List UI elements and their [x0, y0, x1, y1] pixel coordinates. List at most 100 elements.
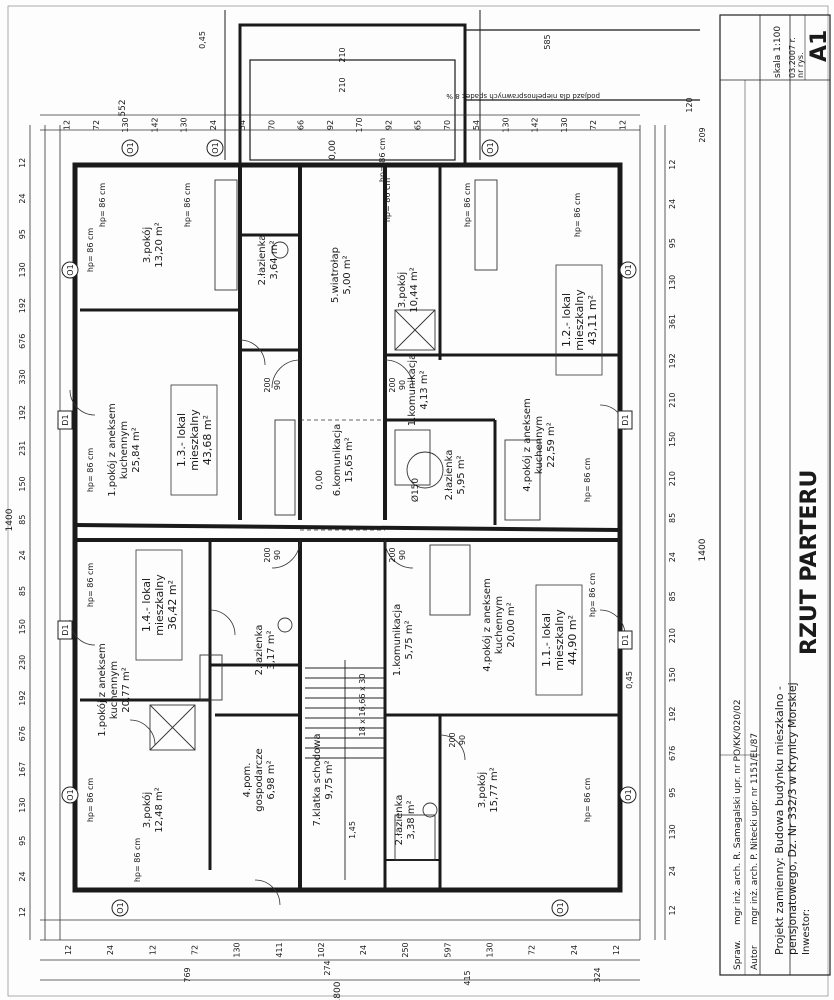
dim-top-seg-line: 70 [443, 120, 452, 130]
dim-right-seg-line: 12 [668, 160, 677, 170]
dim-misc-line: 120 [685, 97, 694, 112]
dim-left-seg: 95 [18, 836, 27, 846]
dim-top-seg: 142 [531, 117, 540, 132]
room-label-r2d-line: 2.łazienka [394, 795, 405, 846]
dim-left-seg-line: 192 [18, 405, 27, 420]
checker-name: mgr inż. arch. R. Samagalski upr. nr PO/… [733, 699, 743, 925]
sheet-number: A1 [807, 30, 832, 62]
dimension-lines [29, 114, 666, 981]
dim-left-seg-line: 95 [18, 229, 27, 239]
unit-label-box [555, 264, 603, 376]
dim-left-seg-line: 167 [18, 762, 27, 777]
fixtures [149, 179, 541, 861]
unit-label-u11-line: 44,90 m² [566, 615, 579, 665]
dim-left-seg: 24 [18, 871, 27, 881]
door-marker-label-line: D1 [61, 414, 70, 425]
room-label-r1a-line: kuchennym [119, 421, 130, 479]
dim-left-seg-line: 231 [18, 441, 27, 456]
unit-label-u12-line: mieszkalny [573, 289, 586, 351]
room-label-r4a-line: kuchennym [534, 416, 545, 474]
dim-top-seg-line: 54 [472, 120, 481, 130]
dim-left-seg-line: 95 [18, 836, 27, 846]
dim-right-seg-line: 210 [668, 628, 677, 643]
unit-label-u13-line: mieszkalny [188, 409, 201, 471]
dim-top-seg-line: 66 [297, 120, 306, 130]
dim-top-seg: 54 [238, 120, 247, 130]
ceiling-height-label: hp= 86 cm [86, 563, 95, 608]
ceiling-height-label: hp= 86 cm [86, 778, 95, 823]
dim-top-seg: 12 [618, 120, 627, 130]
dim-right-seg-line: 130 [668, 824, 677, 839]
dim-misc-line: 0,45 [625, 671, 634, 689]
room-label-r2a-line: 2.łazienka [257, 235, 268, 286]
dim-left-seg-line: 150 [18, 619, 27, 634]
dim-ramp-line: 585 [543, 34, 552, 49]
dim-left-seg: 24 [18, 193, 27, 203]
dim-right-seg-line: 361 [668, 314, 677, 329]
window-marker-label-line: O1 [624, 264, 633, 275]
window-marker-label: O1 [486, 142, 495, 153]
room-label-r4p-line: 6,98 m² [266, 760, 277, 799]
door-size-label-line: 200 [263, 547, 272, 562]
dim-right-seg: 85 [668, 591, 677, 601]
dim-top-seg: 130 [121, 117, 130, 132]
unit-label-u12-line: 43,11 m² [586, 295, 599, 345]
dim-top-seg-line: 130 [501, 117, 510, 132]
dim-left-seg-line: 24 [18, 193, 27, 203]
dim-right-seg: 12 [668, 905, 677, 915]
dim-right-seg-line: 24 [668, 552, 677, 562]
dim-top-seg-line: 130 [180, 117, 189, 132]
window-marker-label-line: O1 [126, 142, 135, 153]
window-marker [619, 786, 637, 804]
dim-bottom-seg-line: 72 [528, 945, 537, 955]
room-label-r6-line: 6.komunikacja [332, 424, 343, 496]
window-marker-label-line: O1 [66, 264, 75, 275]
dim-bottom-c-line: 415 [463, 970, 472, 985]
level-label: 0,00 [315, 470, 325, 490]
dim-left-seg: 24 [18, 550, 27, 560]
room-label-r5-line: 5.wiatrołap [330, 247, 341, 303]
dim-top-seg-line: 130 [121, 117, 130, 132]
door-marker-label: D1 [61, 414, 70, 425]
dim-top-seg: 70 [267, 120, 276, 130]
dim-bottom-d-line: 324 [593, 967, 602, 982]
dim-right-seg-line: 85 [668, 591, 677, 601]
ceiling-height-label: hp= 86 cm [583, 778, 592, 823]
room-label-r4a-line: 22,59 m² [546, 422, 557, 468]
author-name: mgr inż. arch. P. Nitecki upr. nr 1151/E… [750, 733, 760, 925]
door-size-label-line: 200 [448, 732, 457, 747]
ceiling-height-label-line: hp= 86 cm [383, 178, 392, 223]
room-label-r7-line: 9,75 m² [324, 760, 335, 799]
room-label-r7-line: 7.klatka schodowa [312, 733, 323, 826]
room-label-r4a-line: 4.pokój z aneksem [521, 398, 533, 491]
dim-top-seg: 92 [384, 120, 393, 130]
dim-left-seg: 95 [18, 229, 27, 239]
dim-left-seg: 192 [18, 298, 27, 313]
dim-bottom-seg-line: 24 [359, 945, 368, 955]
dim-top-seg-line: 54 [238, 120, 247, 130]
window-marker-label: O1 [624, 789, 633, 800]
door-size-label-line: 200 [388, 547, 397, 562]
ceiling-height-label-line: hp= 86 cm [86, 778, 95, 823]
door-size-label-line: 200 [263, 377, 272, 392]
dim-top-seg-line: 65 [414, 120, 423, 130]
dim-right-seg: 24 [668, 199, 677, 209]
room-label-r4p-line: 4.pom. [242, 763, 253, 798]
project-title-line1: Projekt zamienny: Budowa budynku mieszka… [773, 686, 786, 955]
dim-top-seg-line: 12 [618, 120, 627, 130]
window-marker-label: O1 [116, 902, 125, 913]
dim-bottom-total-line: 1800 [333, 981, 343, 1000]
exterior-walls [72, 10, 700, 893]
dim-right-seg-line: 676 [668, 746, 677, 761]
dim-ramp: 210 [338, 47, 347, 62]
window-marker [481, 139, 499, 157]
room-label-r1k2-line: 1.komunikacja [392, 604, 403, 676]
dim-left-seg: 676 [18, 334, 27, 349]
window-marker-label: O1 [66, 789, 75, 800]
dim-right-seg-line: 12 [668, 905, 677, 915]
